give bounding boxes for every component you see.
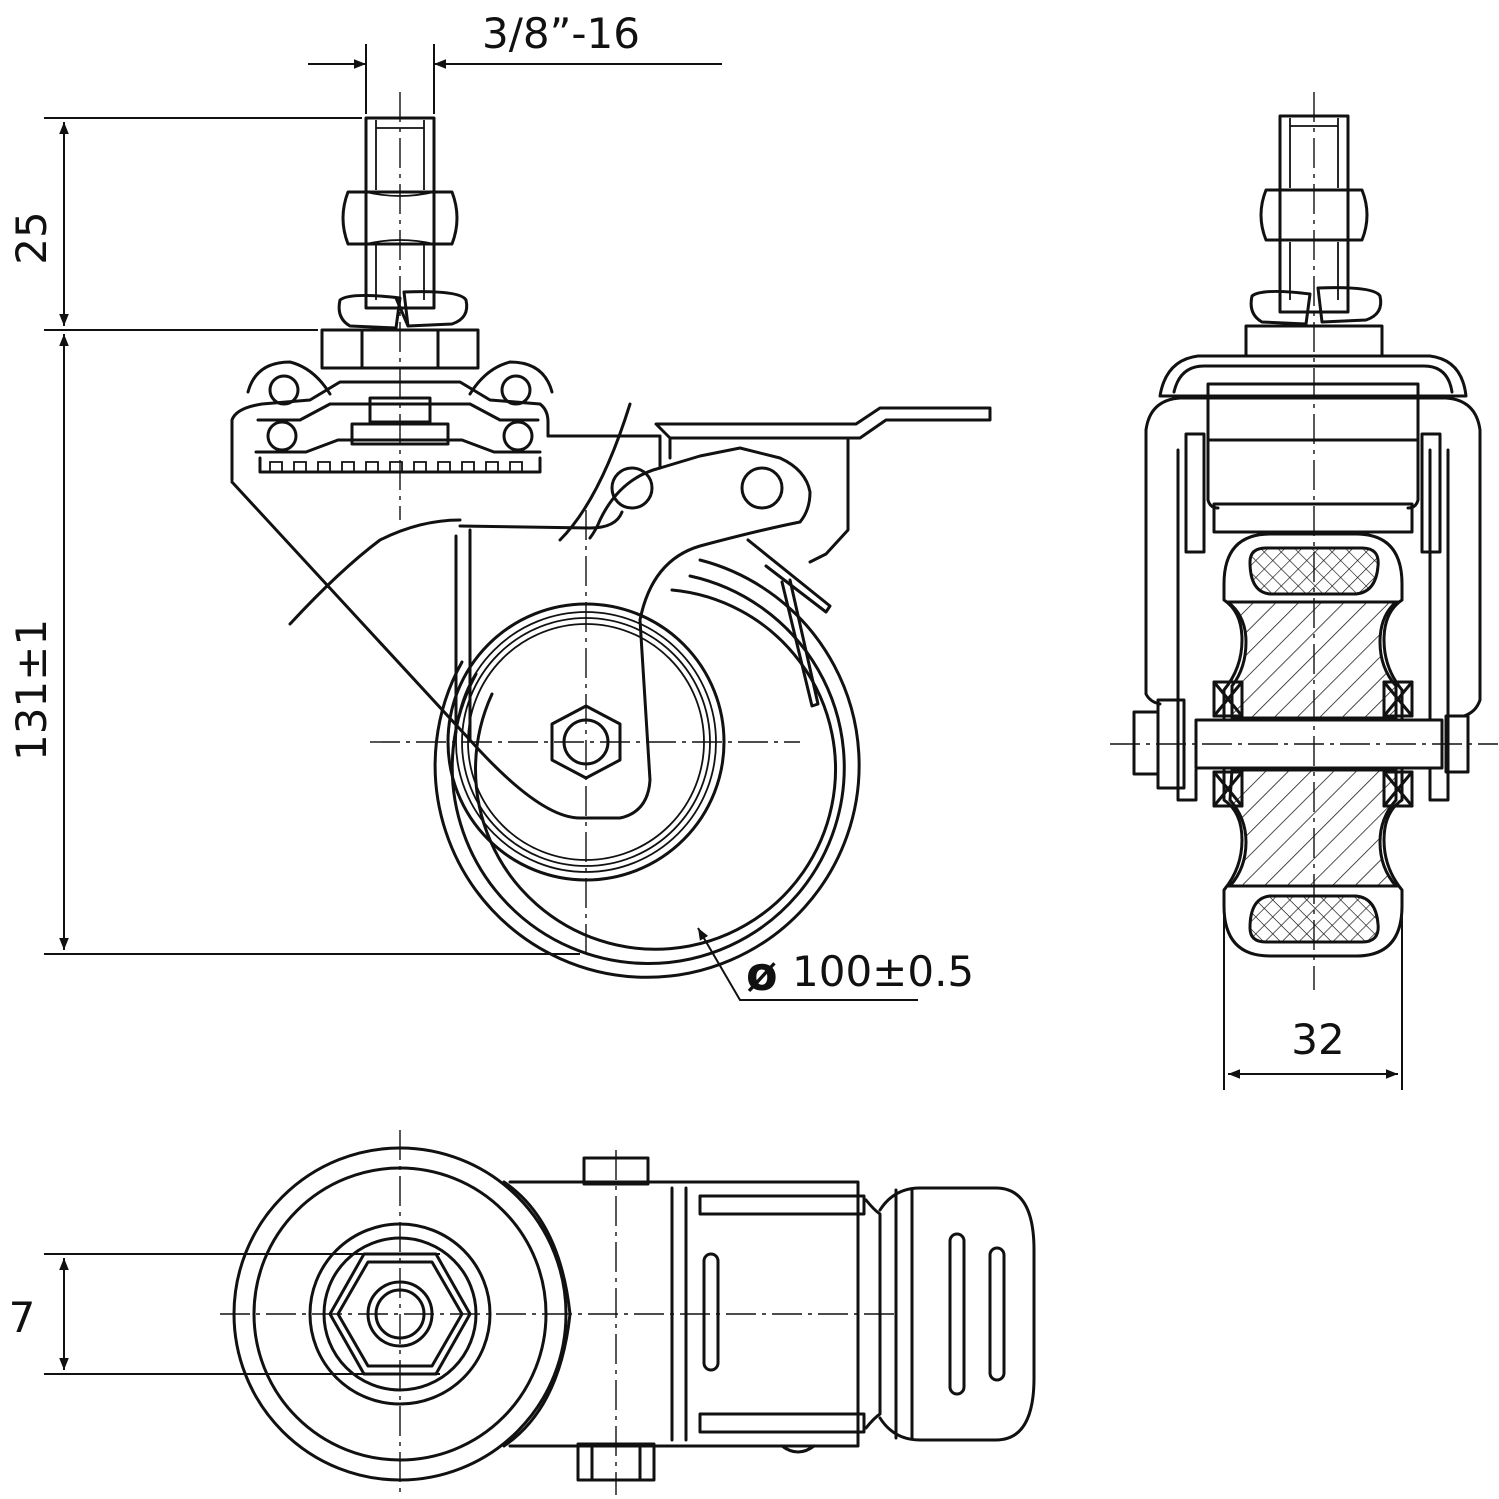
top-fork-body [508,1156,882,1482]
side-swivel-head [1144,324,1482,802]
side-hex-nut [1259,188,1369,242]
top-centerlines [220,1130,900,1495]
side-axle [1110,92,1498,990]
top-view: 7 [9,1130,1036,1495]
front-wheel [370,92,861,979]
side-lock-washer [1249,286,1383,326]
offset-label: 7 [9,1293,36,1342]
wheel-width-label: 32 [1291,1015,1344,1064]
lock-washer [337,290,469,330]
total-height-label: 131±1 [7,619,56,761]
front-dimensions [44,44,918,1001]
thread-dimension-label: 3/8”-16 [482,9,640,58]
diameter-symbol: ø [746,947,778,1001]
top-brake-pedal [878,1186,1036,1442]
top-dimensions [44,1253,440,1375]
wheel-diameter-label: 100±0.5 [792,947,974,996]
front-view: 3/8”-16 25 131±1 ø 100±0.5 [7,9,992,1001]
stem-length-label: 25 [7,211,56,264]
side-view: 32 [1110,92,1498,1090]
side-wheel-section [1212,532,1414,958]
side-dimensions [1223,910,1403,1090]
brake-pedal [288,402,992,708]
